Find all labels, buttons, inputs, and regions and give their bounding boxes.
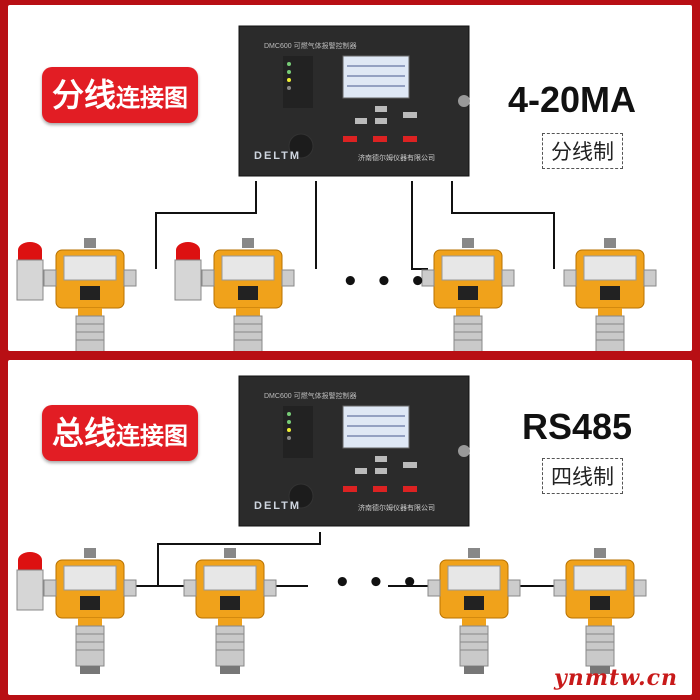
- top-panel: DMC600 可燃气体报警控制器 DELTM 济南德尔姆仪器有限公司 分线连接图…: [8, 5, 692, 351]
- watermark: ynmtw.cn: [554, 665, 678, 691]
- badge-sub: 连接图: [116, 84, 189, 112]
- bottom-panel: DMC600 可燃气体报警控制器 DELTM 济南德尔姆仪器有限公司 总线连接图…: [8, 360, 692, 695]
- alarm-light-icon: [16, 241, 44, 301]
- more-detectors: • • •: [334, 568, 422, 598]
- diagram-badge: 总线连接图: [42, 405, 199, 461]
- gas-detector-icon: [563, 237, 657, 351]
- controller-brand: DELTM: [254, 150, 302, 162]
- top-diagram: [16, 25, 657, 351]
- controller-company: 济南德尔姆仪器有限公司: [358, 154, 435, 162]
- controller-title: DMC600 可燃气体报警控制器: [264, 43, 357, 50]
- badge-main: 总线: [52, 414, 117, 452]
- gas-detector-icon: [43, 547, 137, 675]
- badge-main: 分线: [52, 76, 117, 114]
- diagram-badge: 分线连接图: [42, 67, 199, 123]
- controller-title: DMC600 可燃气体报警控制器: [264, 393, 357, 400]
- alarm-light-icon: [174, 241, 202, 301]
- badge-sub: 连接图: [116, 422, 189, 450]
- gas-detector-icon: [183, 547, 277, 675]
- gas-detector-icon: [421, 237, 515, 351]
- controller-company: 济南德尔姆仪器有限公司: [358, 504, 435, 512]
- gas-detector-icon: [427, 547, 521, 675]
- more-detectors: • • •: [342, 267, 430, 297]
- wiring-label: 四线制: [542, 458, 623, 494]
- alarm-light-icon: [16, 551, 44, 611]
- gas-detector-icon: [553, 547, 647, 675]
- bottom-diagram: [16, 375, 647, 675]
- gas-detector-icon: [43, 237, 137, 351]
- wiring-label: 分线制: [542, 133, 623, 169]
- protocol-label: RS485: [522, 406, 633, 447]
- protocol-label: 4-20MA: [508, 79, 637, 120]
- controller-brand: DELTM: [254, 500, 302, 512]
- gas-detector-icon: [201, 237, 295, 351]
